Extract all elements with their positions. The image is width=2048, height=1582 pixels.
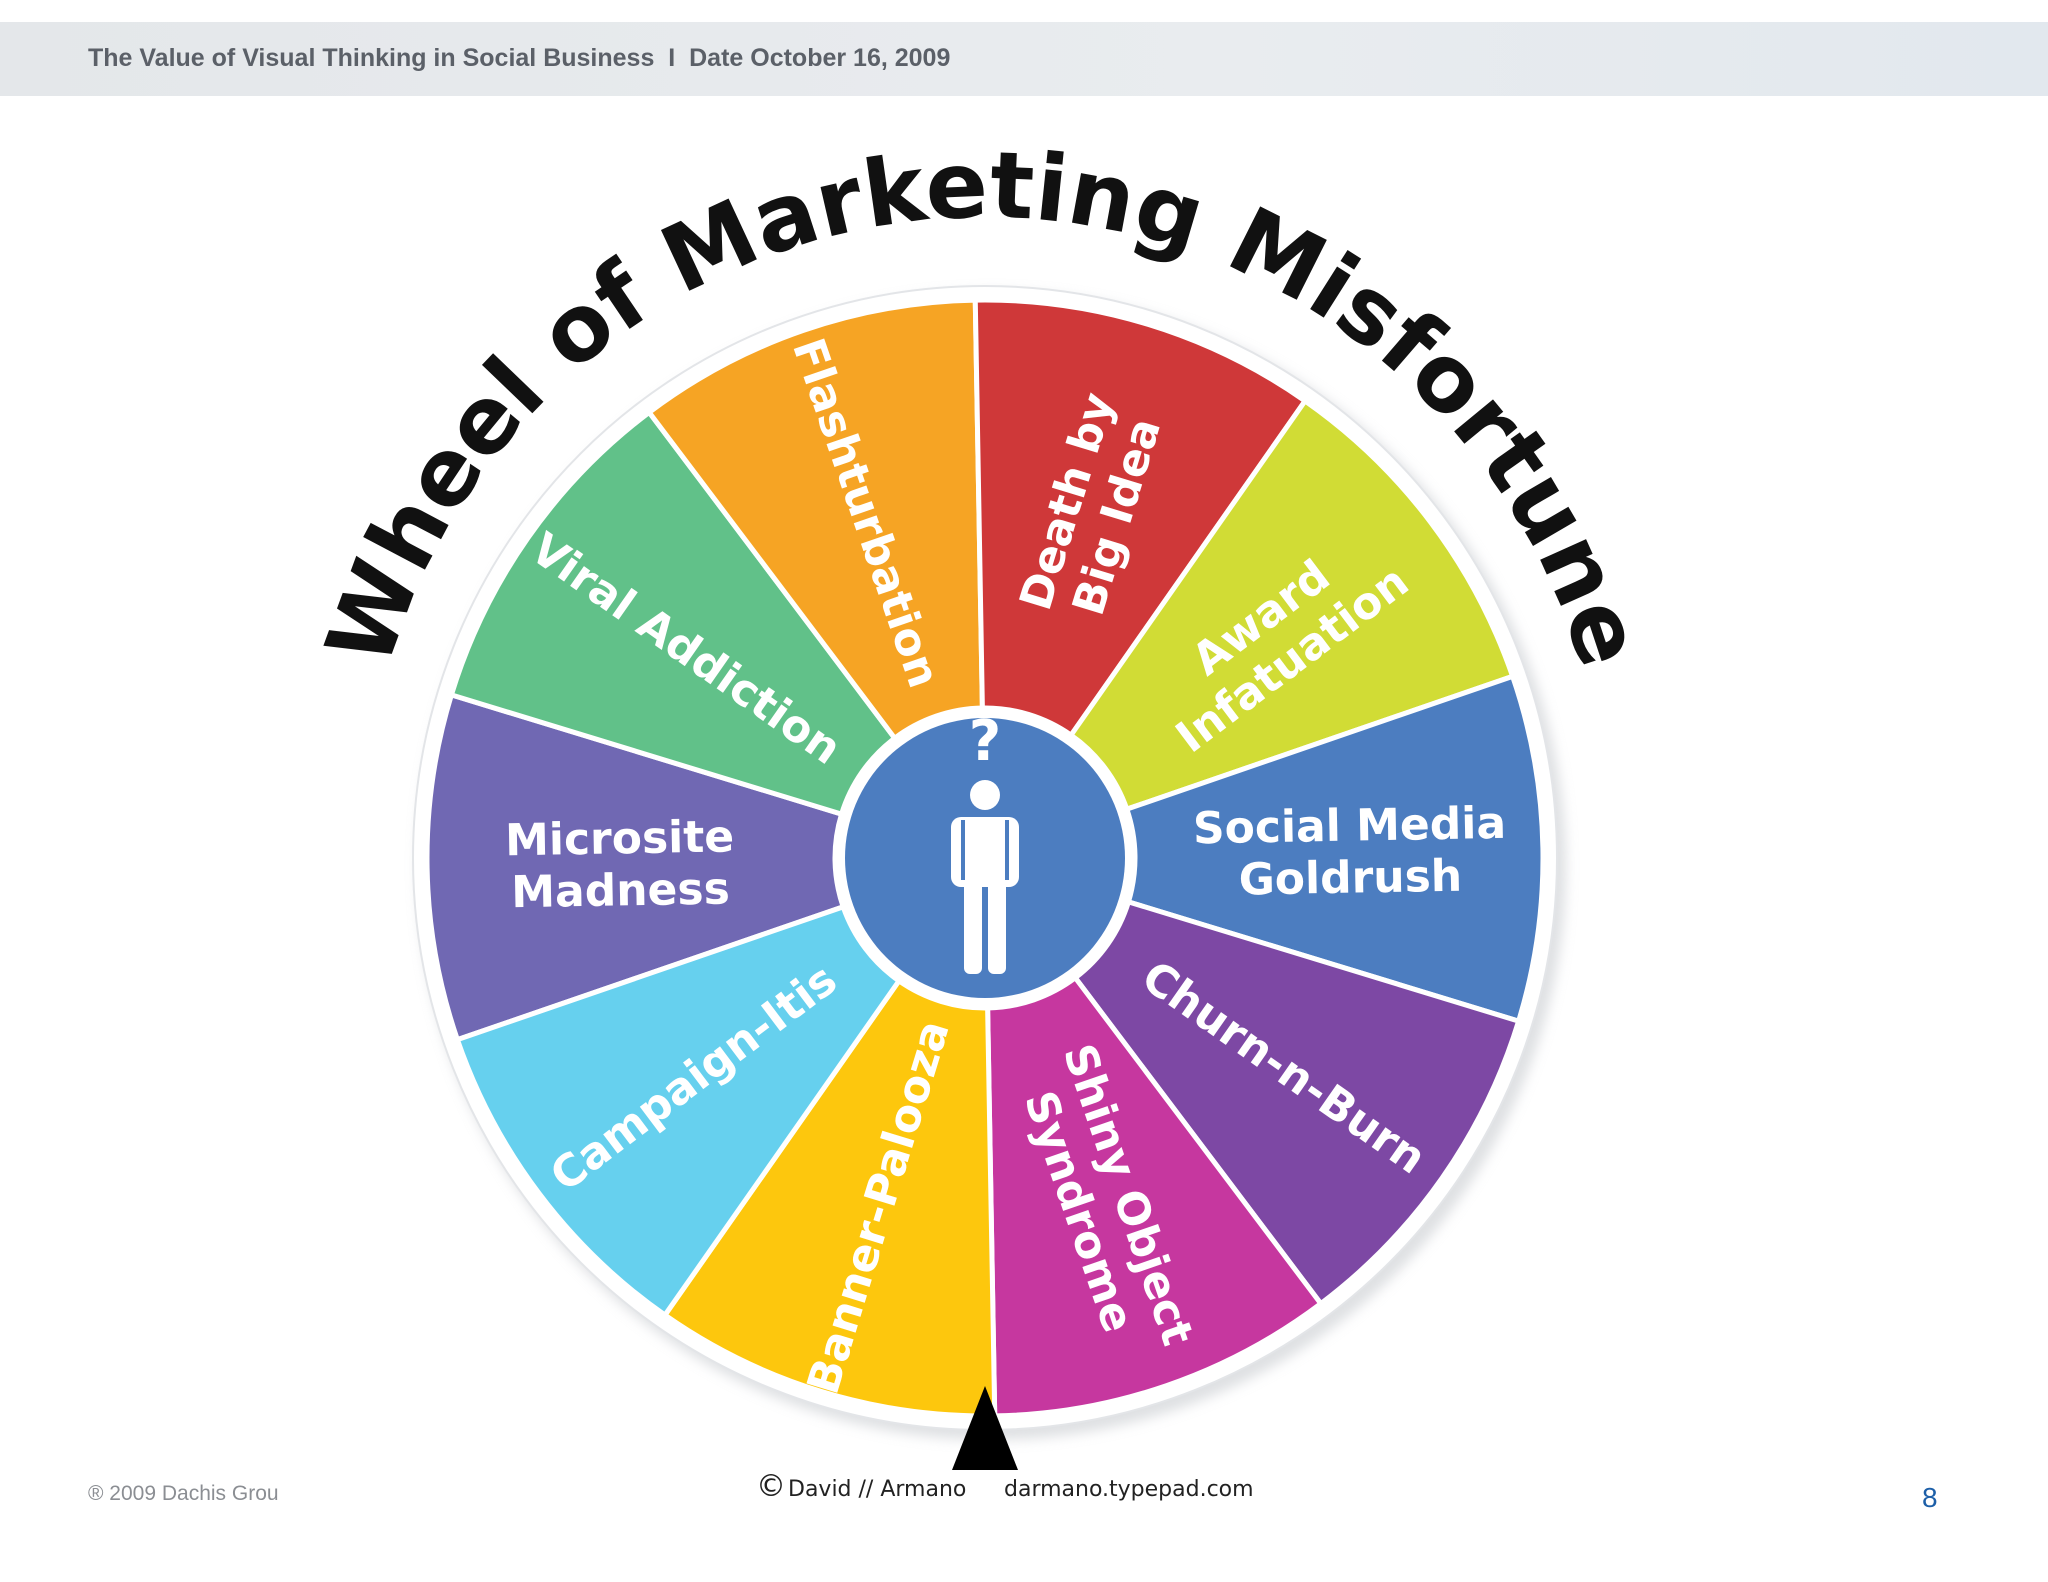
- wheel-segment: [454, 903, 903, 1319]
- wheel-segments: [424, 297, 1546, 1419]
- segment-label: MicrositeMadness: [505, 811, 736, 918]
- credit-url: darmano.typepad.com: [1004, 1477, 1254, 1502]
- segment-label-line: Social Media: [1193, 798, 1507, 854]
- wheel-segment: [645, 297, 985, 742]
- header-band: [0, 22, 2048, 96]
- person-icon: [951, 780, 1019, 974]
- presentation-title: The Value of Visual Thinking in Social B…: [88, 44, 655, 72]
- presentation-date: Date October 16, 2009: [689, 44, 951, 72]
- wheel-segment: [1067, 397, 1516, 813]
- segment-label-line: Goldrush: [1238, 851, 1462, 906]
- question-mark: ?: [969, 709, 1001, 774]
- segment-label: Social MediaGoldrush: [1193, 798, 1508, 906]
- header-title: The Value of Visual Thinking in Social B…: [88, 44, 950, 73]
- wheel-segment: [985, 974, 1325, 1419]
- credit-author: David // Armano: [788, 1477, 966, 1502]
- wheel-segment: [661, 977, 998, 1419]
- pointer-triangle: [952, 1386, 1018, 1470]
- credit-line: © David // Armano darmano.typepad.com: [756, 1469, 1254, 1504]
- wheel-segment: [972, 297, 1309, 739]
- segment-label-line: Madness: [511, 863, 730, 918]
- wheel-segment: [1123, 673, 1546, 1025]
- wheel-segment: [424, 691, 847, 1043]
- title-separator: I: [668, 44, 676, 72]
- copyright-symbol: ©: [756, 1469, 786, 1504]
- segment-label-line: Microsite: [505, 811, 735, 866]
- wheel-segment: [448, 408, 899, 818]
- footer-copyright: ® 2009 Dachis Group: [88, 1482, 280, 1505]
- page-number: 8: [1922, 1482, 1938, 1513]
- wheel-segment: [1071, 898, 1522, 1308]
